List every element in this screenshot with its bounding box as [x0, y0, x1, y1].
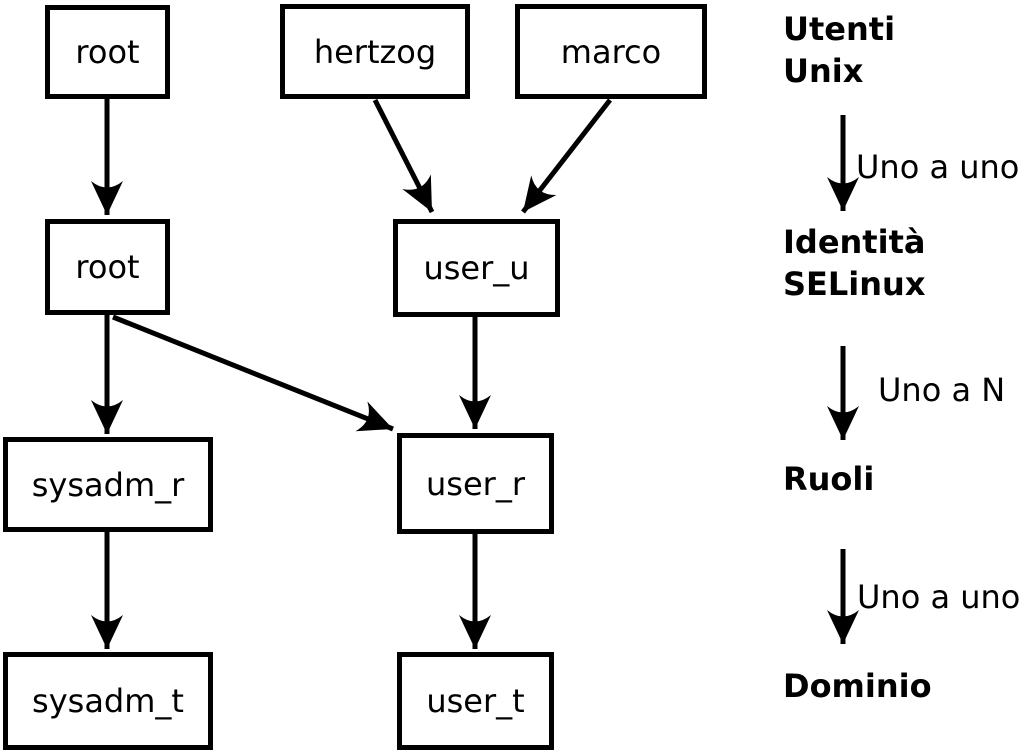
legend-relation-uno-a-uno-2: Uno a uno — [857, 578, 1021, 616]
node-domain-sysadm-t: sysadm_t — [3, 652, 213, 750]
node-unix-hertzog: hertzog — [280, 4, 470, 99]
legend-level-dominio-line1: Dominio — [783, 667, 932, 705]
legend-level-dominio: Dominio — [783, 665, 932, 707]
legend-level-identita-selinux: Identità SELinux — [783, 221, 925, 305]
legend-level-ruoli: Ruoli — [783, 458, 874, 500]
arrow-hertzog-to-user-u — [372, 98, 435, 214]
node-unix-root-label: root — [75, 33, 140, 71]
legend-level-ruoli-line1: Ruoli — [783, 460, 875, 498]
legend-relation-uno-a-n: Uno a N — [878, 371, 1006, 409]
node-unix-hertzog-label: hertzog — [313, 32, 437, 71]
arrow-marco-to-user-u — [521, 98, 612, 214]
node-selinux-root-label: root — [75, 248, 140, 286]
node-role-sysadm-r-label: sysadm_r — [31, 465, 185, 504]
node-role-sysadm-r: sysadm_r — [3, 437, 213, 532]
legend-level-identita-selinux-line2: SELinux — [783, 265, 926, 303]
legend-level-utenti-unix: Utenti Unix — [783, 8, 895, 92]
node-domain-sysadm-t-label: sysadm_t — [32, 682, 184, 720]
node-unix-marco: marco — [515, 4, 707, 99]
legend-level-utenti-unix-line2: Unix — [783, 52, 864, 90]
node-selinux-user-u: user_u — [393, 219, 560, 317]
arrow-selinux-root-to-user-r — [112, 314, 394, 432]
node-domain-user-t-label: user_t — [426, 682, 525, 720]
node-unix-root: root — [45, 5, 170, 99]
node-selinux-root: root — [45, 219, 170, 315]
node-role-user-r-label: user_r — [426, 464, 525, 503]
node-selinux-user-u-label: user_u — [423, 249, 530, 287]
node-unix-marco-label: marco — [560, 32, 662, 71]
legend-relation-uno-a-uno-1: Uno a uno — [856, 148, 1020, 186]
legend-level-identita-selinux-line1: Identità — [783, 223, 926, 261]
legend-level-utenti-unix-line1: Utenti — [783, 10, 896, 48]
node-domain-user-t: user_t — [397, 652, 554, 750]
node-role-user-r: user_r — [397, 433, 554, 534]
